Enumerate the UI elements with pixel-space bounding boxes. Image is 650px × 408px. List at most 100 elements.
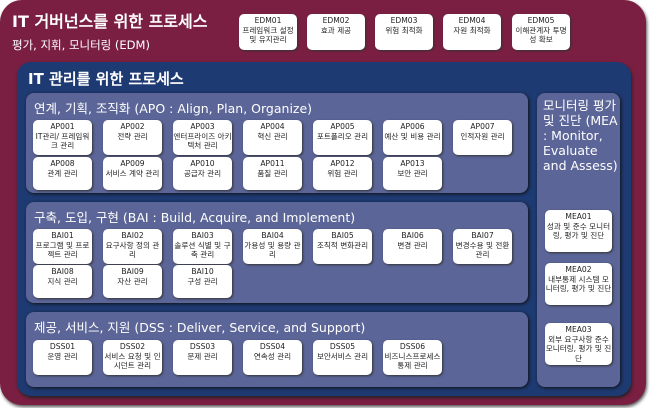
process-name: 전략 관리 bbox=[117, 131, 148, 141]
process-name: 자산 관리 bbox=[117, 276, 148, 286]
process-code: MEA03 bbox=[565, 325, 592, 334]
process-name: 외부 요구사항 준수 모니터링, 평가 및 진단 bbox=[545, 334, 612, 363]
bai-title: 구축, 도입, 구현 (BAI : Build, Acquire, and Im… bbox=[34, 210, 356, 225]
process-code: BAI01 bbox=[51, 231, 74, 240]
governance-title: IT 거버넌스를 위한 프로세스 bbox=[12, 12, 208, 31]
process-code: AP007 bbox=[470, 122, 495, 131]
process-code: BAI04 bbox=[261, 231, 284, 240]
process-code: MEA02 bbox=[565, 265, 592, 274]
dss-title: 제공, 서비스, 지원 (DSS : Deliver, Service, and… bbox=[34, 320, 366, 335]
process-name: IT관리/ 프레임워크 관리 bbox=[35, 131, 90, 151]
process-code: MEA01 bbox=[565, 212, 592, 221]
process-name: 성과 및 준수 모니터링, 평가 및 진단 bbox=[546, 221, 611, 241]
process-code: BAI02 bbox=[121, 231, 144, 240]
process-code: AP011 bbox=[260, 159, 285, 168]
process-code: BAI03 bbox=[191, 231, 214, 240]
process-code: BAI08 bbox=[51, 267, 74, 276]
process-code: EDM01 bbox=[254, 16, 282, 25]
process-name: 지식 관리 bbox=[47, 276, 78, 286]
process-code: BAI07 bbox=[471, 231, 494, 240]
process-name: 이해관계자 투명성 확보 bbox=[515, 25, 567, 45]
process-code: AP002 bbox=[120, 122, 145, 131]
process-name: 자원 최적화 bbox=[453, 25, 491, 35]
process-name: 엔터프라이즈 아키텍처 관리 bbox=[173, 131, 232, 151]
process-code: DSS03 bbox=[189, 342, 216, 351]
management-title: IT 관리를 위한 프로세스 bbox=[28, 70, 184, 88]
process-name: 변경 관리 bbox=[397, 240, 428, 250]
process-name: 보안 관리 bbox=[397, 168, 428, 178]
process-name: 솔루션 식별 및 구축 관리 bbox=[174, 240, 231, 260]
process-code: AP010 bbox=[190, 159, 215, 168]
process-code: DSS05 bbox=[329, 342, 356, 351]
process-name: 예산 및 비용 관리 bbox=[384, 131, 441, 141]
process-name: 품질 관리 bbox=[257, 168, 288, 178]
process-code: AP008 bbox=[50, 159, 75, 168]
process-name: 위험 관리 bbox=[327, 168, 358, 178]
process-name: 운영 관리 bbox=[47, 351, 78, 361]
process-code: BAI10 bbox=[191, 267, 214, 276]
process-code: EDM03 bbox=[390, 16, 418, 25]
process-name: 비즈니스프로세스 통제 관리 bbox=[384, 351, 441, 371]
process-name: 변경수용 및 전환관리 bbox=[455, 240, 510, 260]
process-name: 혁신 관리 bbox=[257, 131, 288, 141]
process-name: 프레임워크 설정 및 유지관리 bbox=[242, 25, 294, 45]
process-name: 프로그램 및 프로젝트 관리 bbox=[35, 240, 90, 260]
process-code: DSS04 bbox=[259, 342, 286, 351]
process-code: AP001 bbox=[50, 122, 75, 131]
process-name: 효과 제공 bbox=[320, 25, 352, 35]
process-name: 서비스 요청 및 인시던트 관리 bbox=[104, 351, 161, 371]
process-name: 보안서비스 관리 bbox=[316, 351, 369, 361]
process-code: EDM04 bbox=[458, 16, 486, 25]
process-code: BAI06 bbox=[401, 231, 424, 240]
process-name: 포트폴리오 관리 bbox=[316, 131, 369, 141]
process-code: DSS06 bbox=[399, 342, 426, 351]
process-code: AP004 bbox=[260, 122, 285, 131]
process-code: DSS02 bbox=[119, 342, 146, 351]
process-code: AP006 bbox=[400, 122, 425, 131]
process-code: DSS01 bbox=[49, 342, 76, 351]
process-code: BAI05 bbox=[331, 231, 354, 240]
process-name: 연속성 관리 bbox=[253, 351, 292, 361]
process-code: AP012 bbox=[330, 159, 355, 168]
process-name: 내부통제 시스템 모니터링, 평가 및 진단 bbox=[545, 274, 612, 294]
governance-subtitle: 평가, 지휘, 모니터링 (EDM) bbox=[12, 38, 150, 52]
process-name: 관계 관리 bbox=[47, 168, 78, 178]
process-code: AP009 bbox=[120, 159, 145, 168]
process-name: 요구사항 정의 관리 bbox=[105, 240, 160, 260]
process-code: AP003 bbox=[190, 122, 215, 131]
process-code: EDM02 bbox=[322, 16, 350, 25]
process-name: 구성 관리 bbox=[187, 276, 218, 286]
process-name: 인적자원 관리 bbox=[460, 131, 505, 141]
mea-title: 모니터링 평가 및 진단 (MEA : Monitor, Evaluate an… bbox=[543, 98, 618, 173]
